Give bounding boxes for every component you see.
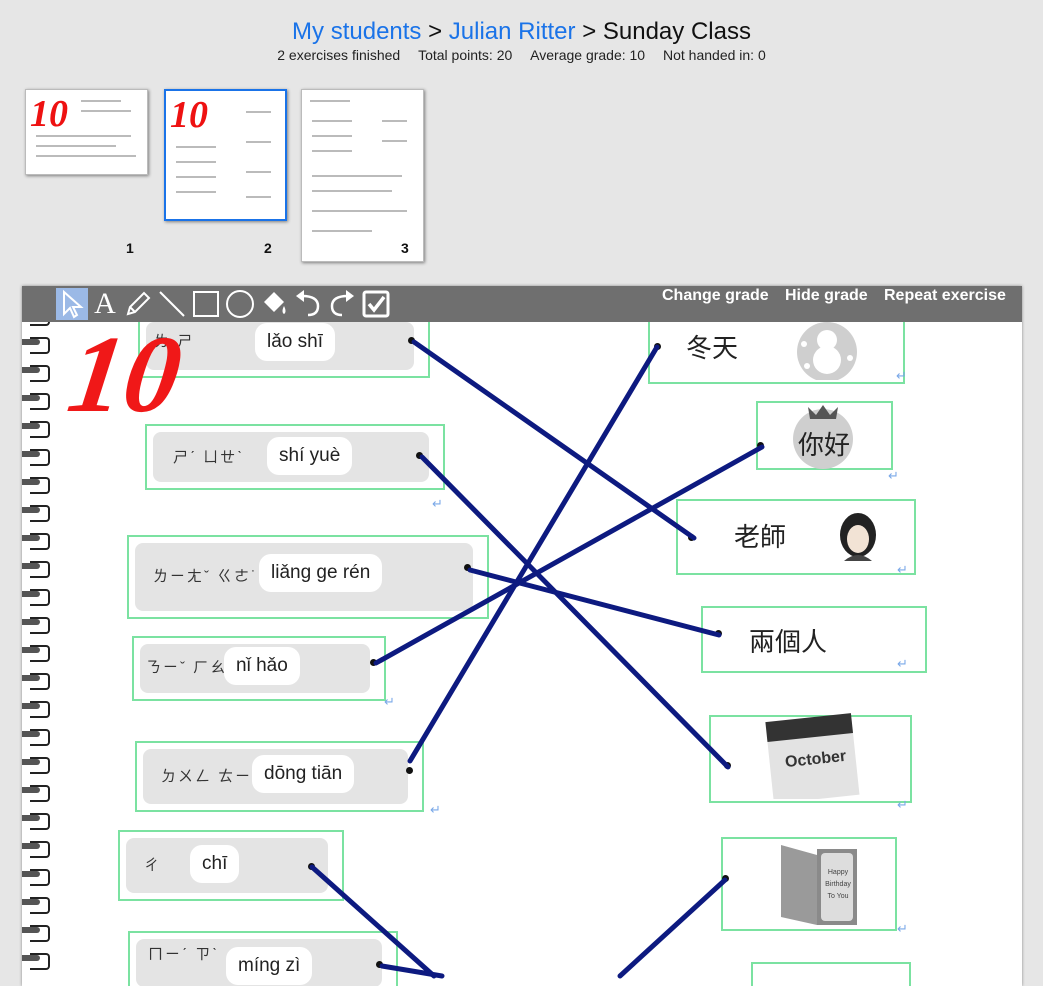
- word-box-ming-zi[interactable]: ㄇㄧˊ ㄗˋ míng zì: [128, 931, 398, 986]
- card-icon: [781, 845, 857, 925]
- chinese-text: 你好: [798, 431, 851, 461]
- picture-box-dong-tian[interactable]: 冬天: [648, 316, 905, 384]
- return-marker: ↵: [897, 921, 908, 936]
- pinyin-text: míng zì: [226, 947, 313, 985]
- fill-icon[interactable]: [258, 288, 290, 320]
- picture-box-october[interactable]: October: [709, 713, 912, 803]
- snowman-icon: [797, 322, 857, 380]
- return-marker: ↵: [896, 368, 907, 383]
- answer-line: [617, 877, 728, 979]
- zhuyin-text: ㄉㄨㄥ ㄊㄧㄢ: [161, 768, 270, 785]
- breadcrumb: My students > Julian Ritter > Sunday Cla…: [0, 18, 1043, 46]
- change-grade-button[interactable]: Change grade: [662, 287, 769, 304]
- stat-average-grade: Average grade: 10: [530, 47, 646, 63]
- match-dot[interactable]: [654, 343, 661, 350]
- zhuyin-text: ㄔ: [144, 857, 162, 874]
- match-dot[interactable]: [406, 767, 413, 774]
- picture-box-ni-hao[interactable]: 你好: [756, 401, 893, 470]
- match-dot[interactable]: [715, 630, 722, 637]
- match-dot[interactable]: [370, 659, 377, 666]
- match-dot[interactable]: [724, 762, 731, 769]
- return-marker: ↵: [384, 694, 395, 709]
- pinyin-text: lǎo shī: [255, 323, 335, 361]
- thumbnail-number: 2: [264, 240, 272, 256]
- word-box-lao-shi[interactable]: ㄌ ㄕ lǎo shī: [138, 314, 430, 378]
- line-icon[interactable]: [156, 288, 188, 320]
- pinyin-text: chī: [190, 845, 240, 883]
- match-dot[interactable]: [464, 564, 471, 571]
- stat-total-points: Total points: 20: [418, 47, 513, 63]
- thumbnail-grade: 10: [170, 94, 208, 136]
- rectangle-icon[interactable]: [190, 288, 222, 320]
- thumbnail-grade: 10: [30, 93, 68, 135]
- exercise-thumbnail-3[interactable]: 3: [301, 89, 424, 262]
- check-icon[interactable]: [360, 288, 392, 320]
- picture-box-next[interactable]: [751, 962, 911, 986]
- chinese-text: 冬天: [686, 334, 739, 364]
- summary-stats: 2 exercises finished Total points: 20 Av…: [0, 47, 1043, 63]
- match-dot[interactable]: [376, 961, 383, 968]
- breadcrumb-separator: >: [428, 18, 443, 45]
- return-marker: ↵: [897, 797, 908, 812]
- worksheet-grade: 10: [61, 313, 189, 435]
- pinyin-text: liǎng ge rén: [259, 554, 383, 592]
- repeat-exercise-button[interactable]: Repeat exercise: [884, 287, 1006, 304]
- page-header: My students > Julian Ritter > Sunday Cla…: [0, 18, 1043, 63]
- match-dot[interactable]: [408, 337, 415, 344]
- picture-box-birthday[interactable]: Happy Birthday To You: [721, 837, 897, 931]
- pencil-icon[interactable]: [122, 288, 154, 320]
- zhuyin-text: ㄕˊ ㄩㄝˋ: [173, 449, 245, 466]
- chinese-text: 老師: [734, 523, 787, 553]
- redo-icon[interactable]: [326, 288, 358, 320]
- drawing-toolbar: A Change grade Hide grade Repeat exercis…: [22, 286, 1022, 322]
- breadcrumb-student[interactable]: Julian Ritter: [448, 18, 576, 45]
- undo-icon[interactable]: [292, 288, 324, 320]
- return-marker: ↵: [432, 496, 443, 511]
- pinyin-text: nǐ hǎo: [224, 647, 300, 685]
- match-dot[interactable]: [757, 442, 764, 449]
- card-text: Happy Birthday To You: [825, 869, 851, 900]
- word-box-dong-tian[interactable]: ㄉㄨㄥ ㄊㄧㄢ dōng tiān: [135, 741, 424, 812]
- exercise-thumbnail-1[interactable]: 10: [25, 89, 148, 175]
- exercise-thumbnail-2[interactable]: 10: [164, 89, 287, 221]
- return-marker: ↵: [897, 562, 908, 577]
- return-marker: ↵: [897, 656, 908, 671]
- breadcrumb-class: Sunday Class: [602, 18, 751, 45]
- ornament-icon: [793, 405, 853, 469]
- chinese-text: 兩個人: [749, 628, 828, 658]
- breadcrumb-separator: >: [582, 18, 597, 45]
- circle-icon[interactable]: [224, 288, 256, 320]
- match-dot[interactable]: [416, 452, 423, 459]
- answer-line: [467, 567, 722, 638]
- match-dot[interactable]: [688, 534, 695, 541]
- thumbnail-number: 3: [401, 240, 409, 256]
- return-marker: ↵: [888, 468, 899, 483]
- calendar-icon: [765, 713, 860, 799]
- stat-finished: 2 exercises finished: [277, 47, 401, 63]
- pinyin-text: dōng tiān: [252, 755, 355, 793]
- worksheet-canvas[interactable]: A Change grade Hide grade Repeat exercis…: [22, 286, 1022, 986]
- text-icon[interactable]: A: [94, 287, 116, 320]
- hide-grade-button[interactable]: Hide grade: [785, 287, 868, 304]
- stat-not-handed-in: Not handed in: 0: [663, 47, 766, 63]
- match-dot[interactable]: [722, 875, 729, 882]
- word-box-liang-ge-ren[interactable]: ㄌㄧㄤˇ ㄍㄜ˙ ㄖㄣˊ liǎng ge rén: [127, 535, 489, 619]
- return-marker: ↵: [430, 802, 441, 817]
- word-box-shi-yue[interactable]: ㄕˊ ㄩㄝˋ shí yuè: [145, 424, 445, 490]
- select-icon[interactable]: [56, 288, 88, 320]
- zhuyin-text: ㄋㄧˇ ㄏㄠˇ: [146, 659, 235, 676]
- thumbnail-number: 1: [126, 240, 134, 256]
- zhuyin-text: ㄇㄧˊ ㄗˋ: [148, 946, 220, 963]
- breadcrumb-my-students[interactable]: My students: [292, 18, 422, 45]
- word-box-ni-hao[interactable]: ㄋㄧˇ ㄏㄠˇ nǐ hǎo: [132, 636, 386, 701]
- pinyin-text: shí yuè: [267, 437, 353, 475]
- zhuyin-text: ㄌ ㄕ: [154, 333, 195, 350]
- picture-box-lao-shi[interactable]: 老師: [676, 499, 916, 575]
- match-dot[interactable]: [308, 863, 315, 870]
- teacher-icon: [840, 513, 876, 561]
- picture-box-liang-ge-ren[interactable]: 兩個人: [701, 606, 927, 673]
